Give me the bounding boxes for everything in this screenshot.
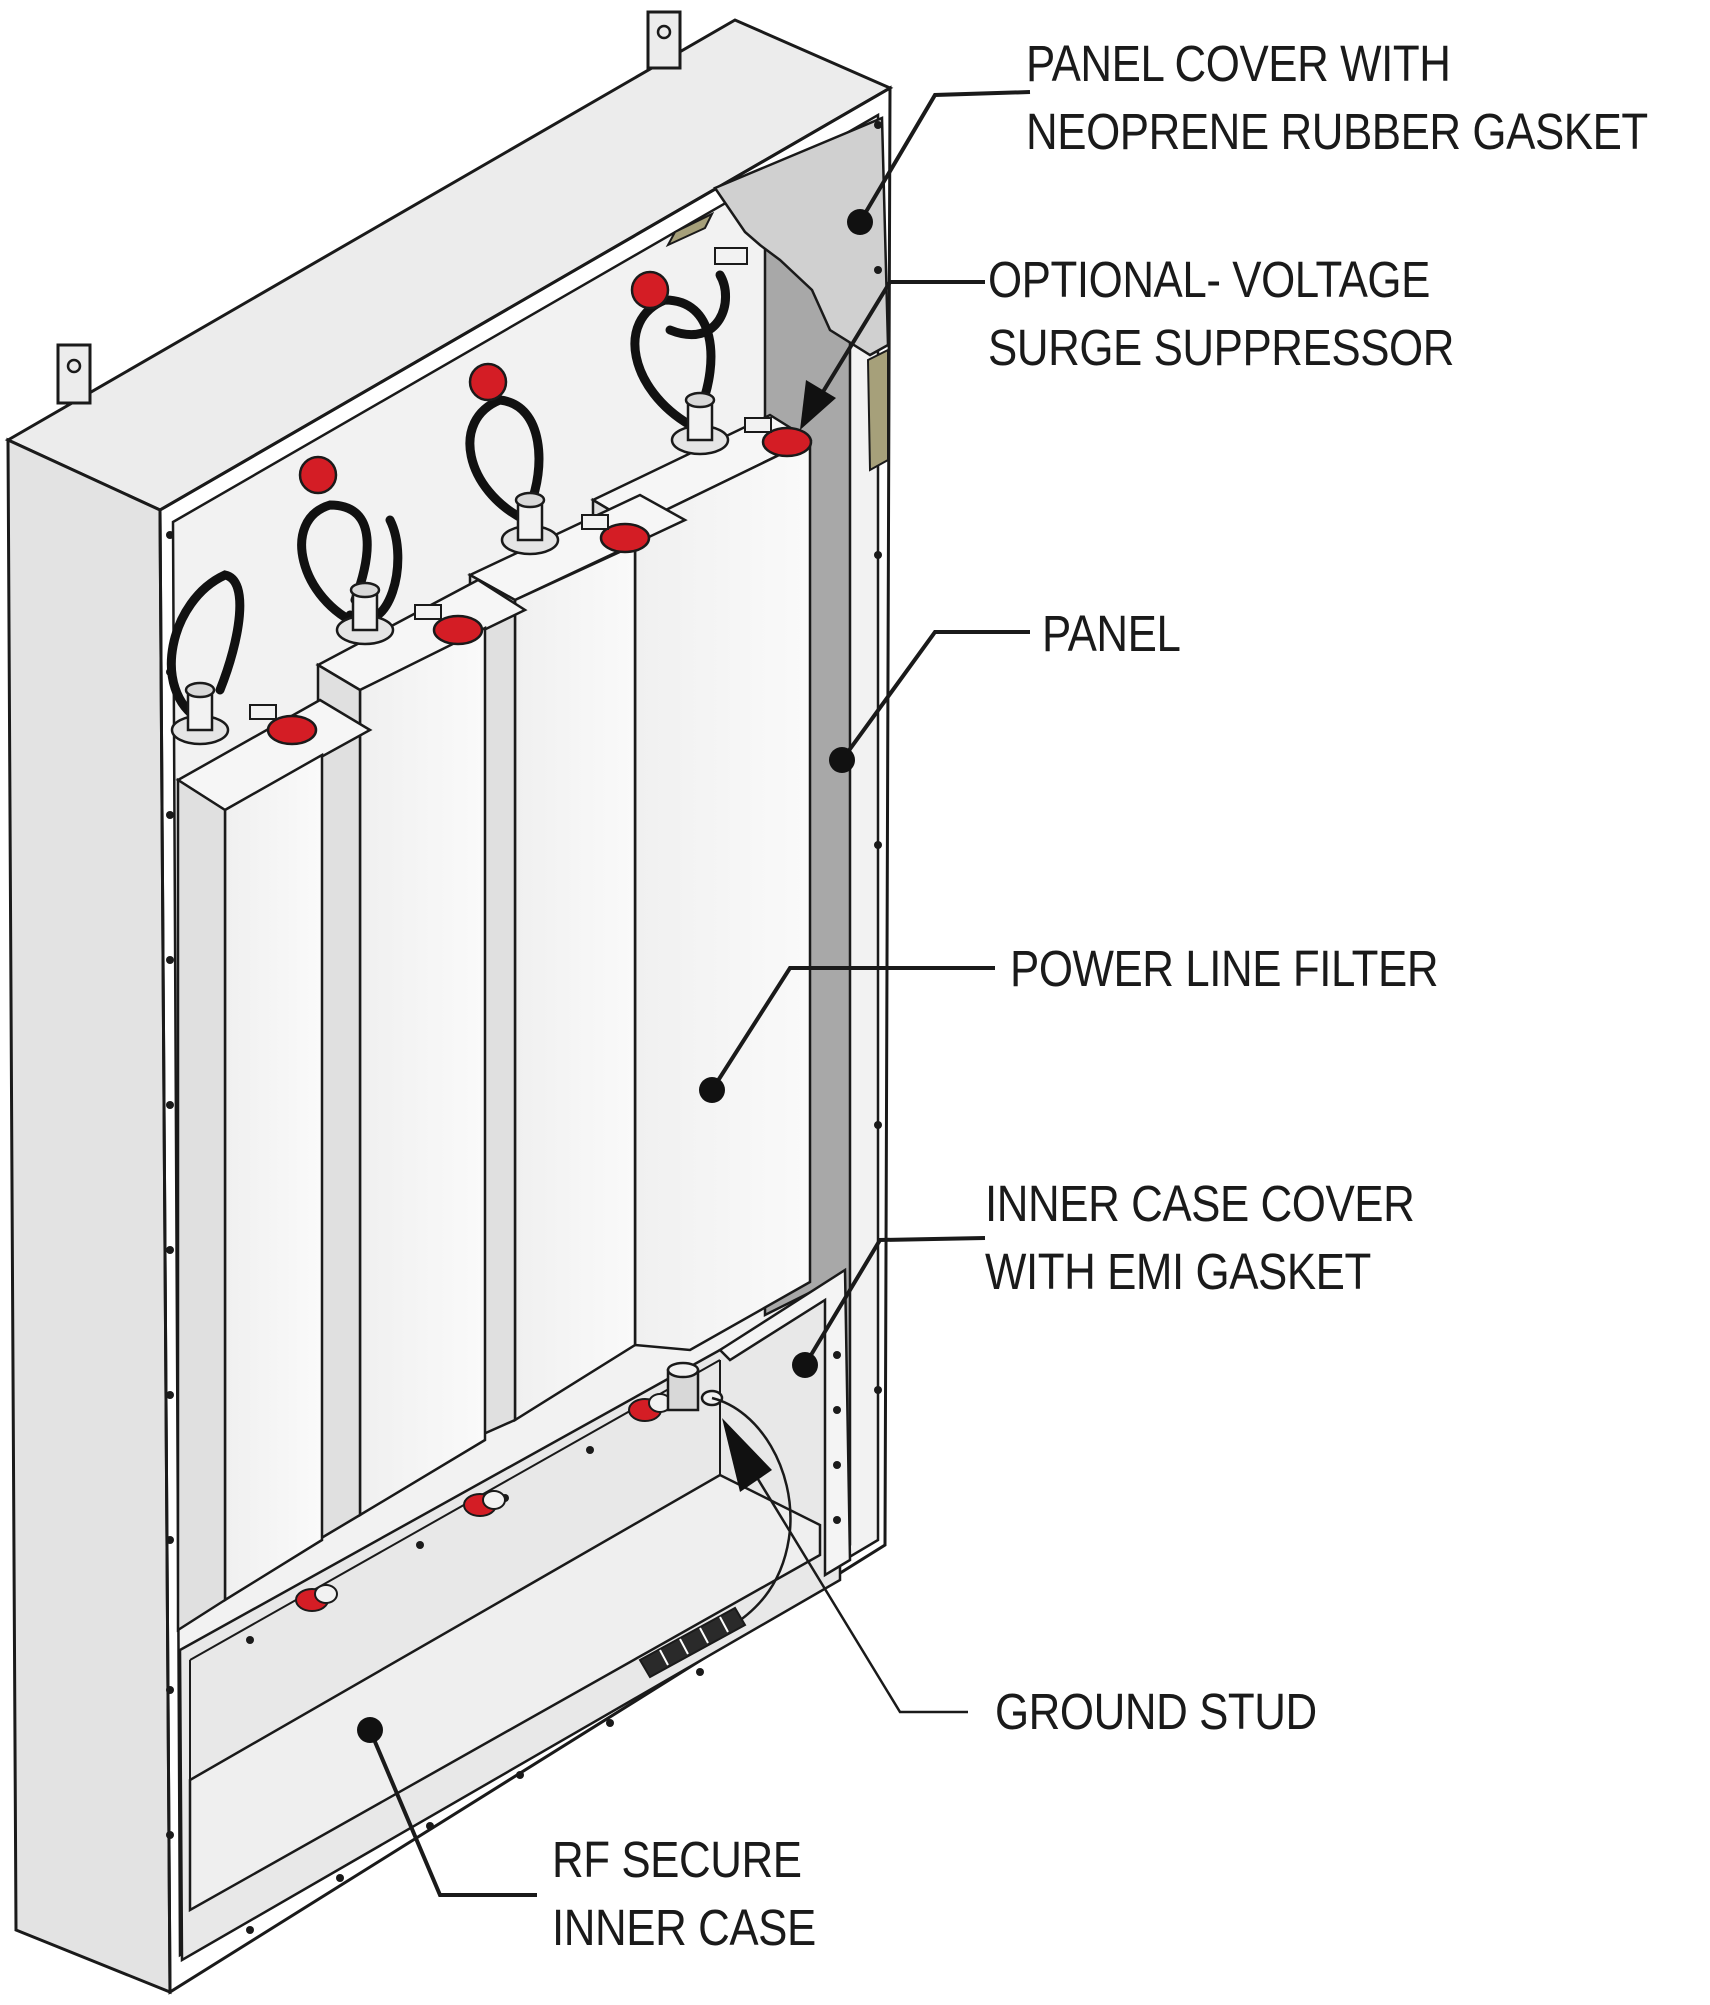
callout-power-line-filter: POWER LINE FILTER: [1010, 935, 1439, 1003]
callout-inner-case-cover: INNER CASE COVER WITH EMI GASKET: [985, 1170, 1415, 1306]
power-line-filter-2: [315, 578, 528, 1543]
callout-line: PANEL: [1042, 605, 1181, 662]
leader-panel-cover: [858, 90, 1031, 224]
leader-dot-inner-case-cover: [792, 1352, 818, 1378]
panel-cover-gasket-top: [665, 211, 715, 248]
leader-surge-suppressor: [816, 280, 985, 402]
enclosure-right-face: [158, 85, 892, 1995]
callout-inner-case: RF SECURE INNER CASE: [552, 1826, 816, 1962]
callout-line: PANEL COVER WITH: [1026, 35, 1451, 92]
leader-dot-power-line-filter: [699, 1077, 725, 1103]
leader-inner-case: [368, 1729, 537, 1897]
mounting-tab-hole: [656, 24, 672, 40]
callout-panel: PANEL: [1042, 600, 1181, 668]
leader-lines: [368, 90, 1031, 1897]
leader-power-line-filter: [710, 966, 995, 1092]
inner-case-tray: [188, 1473, 822, 1913]
terminal-blocks: [249, 247, 772, 720]
terminal-studs: [170, 391, 730, 746]
enclosure-left-face: [6, 437, 172, 1995]
panel-cover-gasket-side: [866, 348, 889, 472]
outer-enclosure: [4, 10, 894, 1995]
leader-dot-inner-case: [357, 1717, 383, 1743]
callout-line: NEOPRENE RUBBER GASKET: [1026, 103, 1648, 160]
callout-line: WITH EMI GASKET: [985, 1243, 1371, 1300]
mounting-tab-left: [56, 343, 92, 405]
filter-terminals: [166, 247, 813, 746]
arrow-surge-suppressor: [800, 380, 836, 430]
inner-case-cover-with-emi-gasket: [718, 1267, 852, 1578]
callout-line: RF SECURE: [552, 1831, 802, 1888]
red-terminal-caps: [266, 270, 813, 746]
panel-rivets: [166, 121, 882, 1839]
leader-dots: [357, 209, 873, 1743]
mounting-tab-hole: [66, 358, 82, 374]
callout-surge-suppressor: OPTIONAL- VOLTAGE SURGE SUPPRESSOR: [988, 246, 1454, 382]
inner-case-red-fittings: [295, 1393, 672, 1612]
callout-line: SURGE SUPPRESSOR: [988, 319, 1454, 376]
power-line-filter-1: [175, 698, 373, 1633]
mounting-tab-top: [646, 10, 682, 70]
leader-dot-panel-cover: [847, 209, 873, 235]
callout-line: OPTIONAL- VOLTAGE: [988, 251, 1430, 308]
arrow-ground-stud: [722, 1418, 772, 1492]
callout-panel-cover: PANEL COVER WITH NEOPRENE RUBBER GASKET: [1026, 30, 1648, 166]
callout-line: POWER LINE FILTER: [1010, 940, 1439, 997]
callout-line: INNER CASE: [552, 1899, 816, 1956]
rf-secure-inner-case: [178, 1267, 852, 1963]
leader-dot-panel: [829, 747, 855, 773]
panel-cover-corner: [713, 116, 890, 357]
leader-inner-case-cover: [803, 1236, 986, 1367]
inner-case-connector: [638, 1606, 747, 1679]
leader-ground-stud: [723, 1424, 968, 1714]
leader-panel: [840, 630, 1030, 762]
callout-line: INNER CASE COVER: [985, 1175, 1415, 1232]
callout-ground-stud: GROUND STUD: [995, 1678, 1317, 1746]
power-line-filters: [175, 413, 813, 1633]
callout-line: GROUND STUD: [995, 1683, 1317, 1740]
leader-arrows: [722, 380, 836, 1492]
